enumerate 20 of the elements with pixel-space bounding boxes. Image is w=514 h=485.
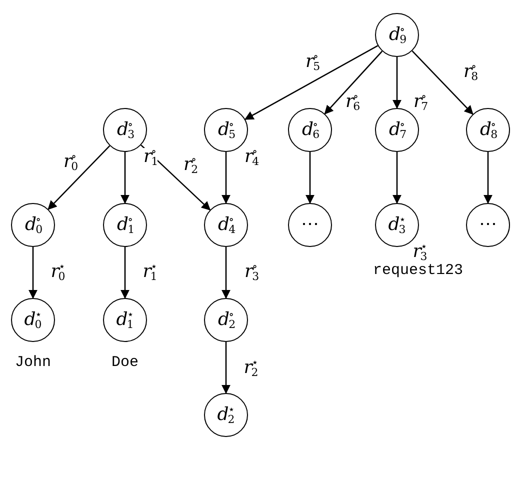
arrow [392,152,402,204]
arrow [392,57,402,109]
arrow [412,50,474,115]
node-caption: John [15,352,51,373]
arrow [140,144,211,211]
arrow [221,342,231,394]
arrow [305,152,315,204]
arrow [120,247,130,299]
arrow [28,247,38,299]
node-caption: request123 [373,260,463,281]
node-label: ⋯ [479,216,497,234]
node-label: ⋯ [301,216,319,234]
arrow [244,45,378,120]
node-caption: Doe [112,352,138,373]
arrow [483,152,493,204]
arrow [221,247,231,299]
arrow [324,50,383,114]
arrow [221,152,231,204]
arrow [48,145,110,210]
arrow [120,152,130,204]
